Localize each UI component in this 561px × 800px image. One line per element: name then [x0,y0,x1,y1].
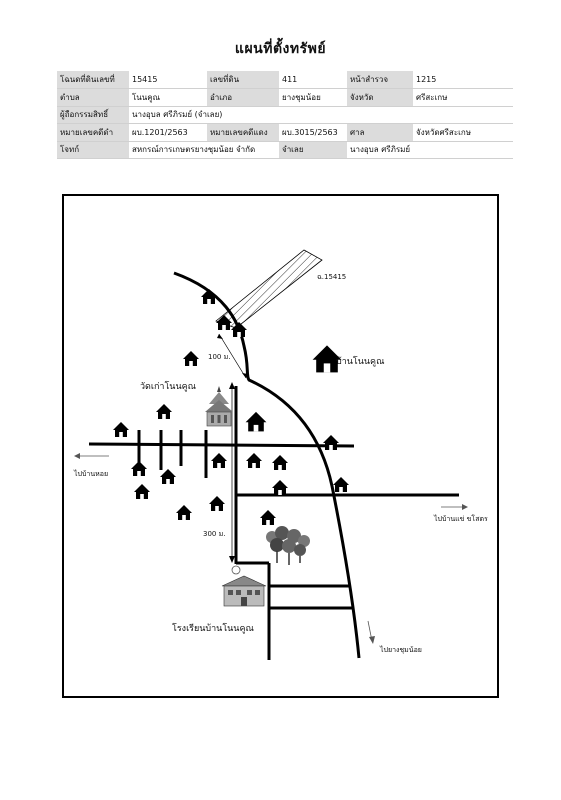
land-no-label: เลขที่ดิน [207,71,279,89]
plaintiff: สหกรณ์การเกษตรยางชุมน้อย จำกัด [129,141,279,159]
red-case: ผบ.3015/2563 [279,123,347,142]
info-row-deed: โฉนดที่ดินเลขที่ 15415 เลขที่ดิน 411 หน้… [57,71,513,89]
subdistrict-label: ตำบล [57,88,129,107]
map-drawing [74,249,468,660]
red-case-label: หมายเลขคดีแดง [207,123,279,142]
subdistrict: โนนคูณ [129,88,207,107]
plaintiff-label: โจทก์ [57,141,129,159]
direction-east-label: ไปบ้านแข่ ขโสตร [434,515,488,523]
trees-icon [266,526,310,565]
district: ยางชุมน้อย [279,88,347,107]
court: จังหวัดศรีสะเกษ [413,123,513,142]
deed-no: 15415 [129,71,207,89]
survey-page: 1215 [413,71,513,89]
direction-west-label: ไปบ้านหอย [74,470,109,478]
owner-label: ผู้ถือกรรมสิทธิ์ [57,106,129,124]
school-icon [221,565,267,607]
defendant: นางอุบล ศรีภิรมย์ [347,141,513,159]
info-row-owner: ผู้ถือกรรมสิทธิ์ นางอุบล ศรีภิรมย์ (จำเล… [57,106,513,124]
black-case: ผบ.1201/2563 [129,123,207,142]
deed-no-label: โฉนดที่ดินเลขที่ [57,71,129,89]
page-title: แผนที่ตั้งทรัพย์ [234,41,327,57]
district-label: อำเภอ [207,88,279,107]
parcel-label: ฉ.15415 [317,273,347,281]
info-row-parties: โจทก์ สหกรณ์การเกษตรยางชุมน้อย จำกัด จำเ… [57,141,513,159]
land-no: 411 [279,71,347,89]
property-info-table: โฉนดที่ดินเลขที่ 15415 เลขที่ดิน 411 หน้… [57,71,513,159]
owner: นางอุบล ศรีภิรมย์ (จำเลย) [129,106,513,124]
school-label: โรงเรียนบ้านโนนคูณ [172,624,254,634]
location-map: ฉ.15415 บ้านโนนคูณ วัดเก่าโนนคูณ 100 ม. … [62,194,499,698]
info-row-location: ตำบล โนนคูณ อำเภอ ยางชุมน้อย จังหวัด ศรี… [57,88,513,107]
court-label: ศาล [347,123,413,142]
survey-page-label: หน้าสำรวจ [347,71,413,89]
dimension-100m [218,333,247,379]
village-label: บ้านโนนคูณ [336,357,385,367]
direction-south-label: ไปยางชุมน้อย [380,646,422,654]
main-curved-road [173,271,361,659]
province-label: จังหวัด [347,88,413,107]
temple-label: วัดเก่าโนนคูณ [140,382,196,392]
province: ศรีสะเกษ [413,88,513,107]
distance-100m-label: 100 ม. [208,353,231,361]
road-west [88,442,355,448]
distance-300m-label: 300 ม. [203,530,226,538]
temple-icon [205,386,233,427]
defendant-label: จำเลย [279,141,347,159]
info-row-case: หมายเลขคดีดำ ผบ.1201/2563 หมายเลขคดีแดง … [57,123,513,142]
house-large-icon [245,411,267,432]
black-case-label: หมายเลขคดีดำ [57,123,129,142]
